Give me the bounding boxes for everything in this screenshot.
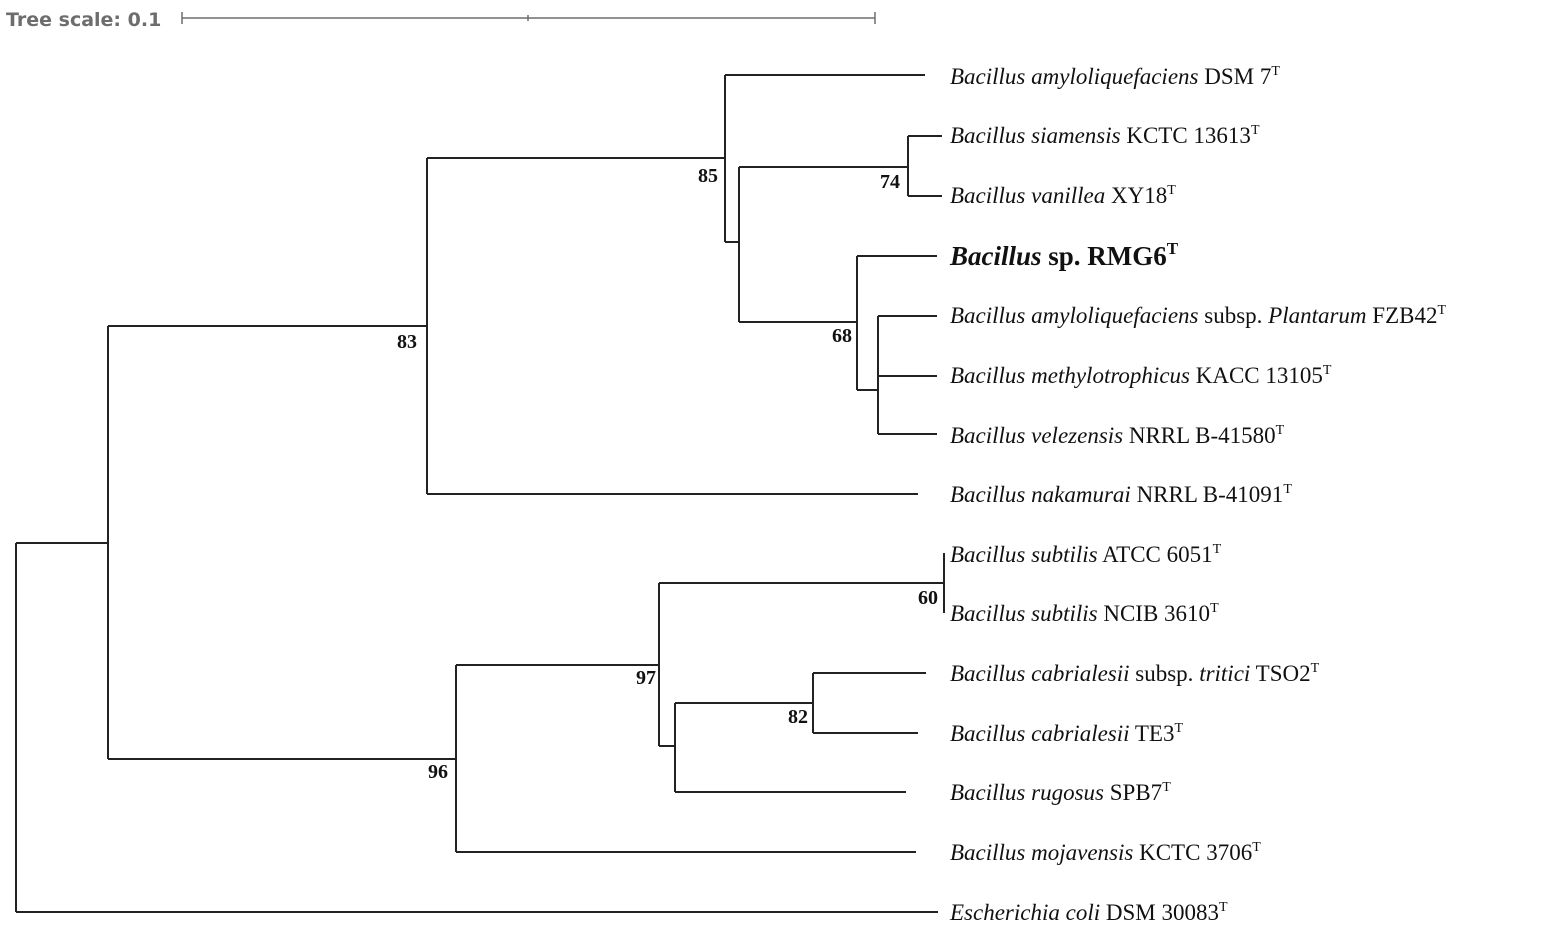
leaf-label: Bacillus velezensis NRRL B-41580T [950,423,1285,448]
branch-root [15,542,938,913]
support-value-83: 83 [397,331,417,353]
support-value-96: 96 [428,761,448,783]
tree-scale-label: Tree scale: 0.1 [6,9,161,31]
leaf-label: Bacillus cabrialesii TE3T [950,721,1183,746]
leaf-labels: Bacillus amyloliquefaciens DSM 7T Bacill… [949,64,1446,925]
support-value-60: 60 [918,587,938,609]
branch-node-68 [856,255,937,391]
branch-node-96 [455,664,916,853]
branch-node-85 [724,74,925,243]
support-value-68: 68 [832,325,852,347]
leaf-label: Bacillus nakamurai NRRL B-41091T [950,482,1292,507]
leaf-label: Bacillus vanillea XY18T [950,183,1176,208]
leaf-label: Bacillus amyloliquefaciens subsp. Planta… [950,303,1446,328]
leaf-label: Bacillus subtilis NCIB 3610T [950,601,1219,626]
support-value-85: 85 [698,165,718,187]
support-values: 83 85 74 68 96 97 60 82 [397,165,938,783]
tree-branches [15,74,945,913]
branch-node-cabrialesii-rugosus [674,702,906,793]
leaf-label: Bacillus methylotrophicus KACC 13105T [950,363,1332,388]
leaf-label: Bacillus amyloliquefaciens DSM 7T [950,64,1280,89]
leaf-label: Bacillus cabrialesii subsp. tritici TSO2… [950,661,1320,686]
branch-bacillus-clade [107,325,456,760]
leaf-label-outgroup: Escherichia coli DSM 30083T [949,900,1228,925]
leaf-label: Bacillus siamensis KCTC 13613T [950,123,1260,148]
branch-node-velezensis-group [877,315,937,435]
leaf-label: Bacillus mojavensis KCTC 3706T [950,840,1261,865]
branch-node-82 [812,672,926,734]
support-value-74: 74 [880,171,900,193]
support-value-82: 82 [788,706,808,728]
branch-node-97 [658,582,944,747]
support-value-97: 97 [636,667,656,689]
leaf-label: Bacillus subtilis ATCC 6051T [950,542,1222,567]
branch-node-inner [738,166,908,323]
branch-node-74 [907,135,942,197]
leaf-label-highlighted: Bacillus sp. RMG6T [949,239,1179,271]
leaf-label: Bacillus rugosus SPB7T [950,780,1171,805]
tree-scale: Tree scale: 0.1 [6,9,876,31]
branch-node-83 [426,157,918,495]
